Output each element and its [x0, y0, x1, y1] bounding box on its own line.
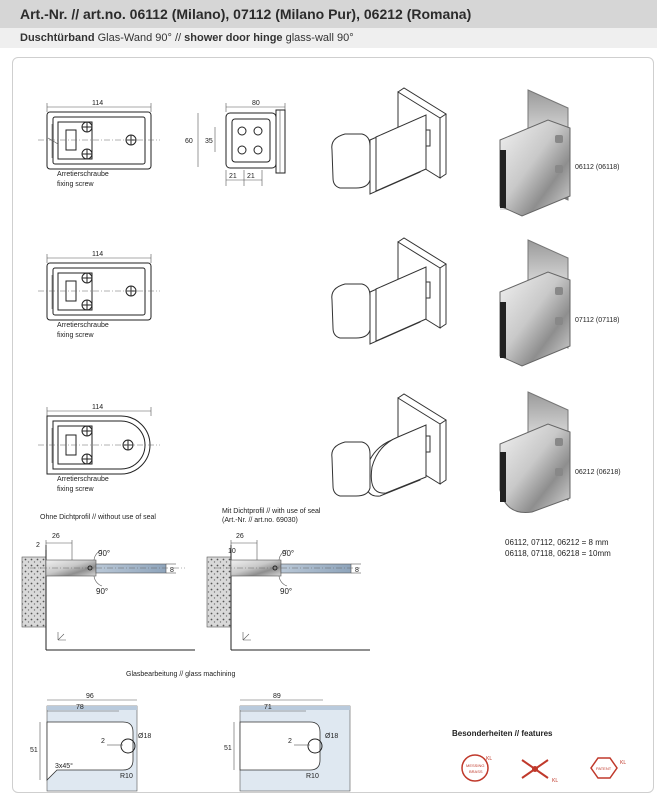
svg-text:Ø18: Ø18 [138, 733, 151, 740]
svg-text:26: 26 [236, 533, 244, 540]
svg-text:71: 71 [264, 704, 272, 711]
hinge-top-view-1: 114 Arretierschraube fixing screw [38, 100, 160, 188]
svg-text:8: 8 [355, 567, 359, 574]
svg-text:10: 10 [228, 548, 236, 555]
svg-text:fixing screw: fixing screw [57, 486, 95, 493]
svg-text:fixing screw: fixing screw [57, 181, 95, 188]
svg-text:90°: 90° [280, 587, 292, 596]
svg-text:06112 (06118): 06112 (06118) [575, 164, 620, 171]
svg-text:KL: KL [620, 760, 626, 766]
svg-text:KL: KL [486, 756, 492, 762]
hinge-top-view-2: 114 Arretierschraube fixing screw [38, 251, 160, 339]
svg-text:2: 2 [36, 542, 40, 549]
svg-text:MESSING: MESSING [466, 763, 484, 768]
svg-text:Arretierschraube: Arretierschraube [57, 171, 109, 178]
svg-text:2: 2 [288, 738, 292, 745]
svg-text:BRASS: BRASS [469, 769, 483, 774]
svg-text:78: 78 [76, 704, 84, 711]
brass-badge: MESSING BRASS KL [461, 754, 492, 782]
hinge-iso-drawing-1 [331, 87, 447, 195]
svg-text:2: 2 [101, 738, 105, 745]
svg-text:Ø18: Ø18 [325, 733, 338, 740]
hinge-side-view: 80 60 35 21 21 [185, 100, 286, 186]
section-left-drawing: 26 2 90° 90° 8 [21, 533, 195, 651]
machining-right-drawing: 89 71 51 2 Ø18 R10 [224, 693, 351, 792]
patent-badge: PATENT KL [590, 757, 626, 779]
svg-text:35: 35 [205, 138, 213, 145]
svg-text:3x45°: 3x45° [55, 762, 73, 770]
section-right-title-1: Mit Dichtprofil // with use of seal [222, 508, 321, 515]
hinge-photo-1: 06112 (06118) [499, 89, 620, 217]
svg-text:90°: 90° [98, 549, 110, 558]
svg-text:21: 21 [247, 173, 255, 180]
section-left-title: Ohne Dichtprofil // without use of seal [40, 514, 156, 521]
tool-badge: KL [521, 759, 558, 784]
svg-text:Arretierschraube: Arretierschraube [57, 476, 109, 483]
title-bar: Art.-Nr. // art.no. 06112 (Milano), 0711… [0, 0, 657, 28]
subtitle-bar: Duschtürband Glas-Wand 90° // shower doo… [0, 28, 657, 48]
features-title: Besonderheiten // features [452, 729, 553, 738]
hinge-iso-drawing-3 [331, 393, 447, 497]
hinge-top-view-3: 114 Arretierschraube fixing screw [38, 404, 160, 493]
svg-text:fixing screw: fixing screw [57, 332, 95, 339]
hinge-photo-3: 06212 (06218) [499, 391, 621, 514]
svg-text:26: 26 [52, 533, 60, 540]
thickness-line-2: 06118, 07118, 06218 = 10mm [505, 549, 611, 558]
svg-text:06212 (06218): 06212 (06218) [575, 469, 621, 476]
svg-text:KL: KL [552, 778, 558, 784]
svg-text:60: 60 [185, 138, 193, 145]
machining-left-drawing: 96 78 51 2 Ø18 R10 3x45° [30, 693, 151, 792]
svg-text:8: 8 [170, 567, 174, 574]
svg-text:07112 (07118): 07112 (07118) [575, 317, 620, 324]
svg-text:Arretierschraube: Arretierschraube [57, 322, 109, 329]
svg-text:51: 51 [30, 747, 38, 754]
thickness-line-1: 06112, 07112, 06212 = 8 mm [505, 538, 609, 547]
svg-text:114: 114 [92, 100, 103, 107]
svg-text:96: 96 [86, 693, 94, 700]
svg-text:51: 51 [224, 745, 232, 752]
svg-text:21: 21 [229, 173, 237, 180]
hinge-photo-2: 07112 (07118) [499, 239, 620, 367]
section-right-title-2: (Art.-Nr. // art.no. 69030) [222, 517, 298, 524]
svg-text:114: 114 [92, 404, 103, 411]
section-right-drawing: 26 10 90° 90° 8 [206, 533, 370, 651]
machining-title: Glasbearbeitung // glass machining [126, 671, 235, 678]
svg-text:90°: 90° [96, 587, 108, 596]
svg-text:114: 114 [92, 251, 103, 258]
svg-text:R10: R10 [306, 773, 319, 780]
page-subtitle: Duschtürband Glas-Wand 90° // shower doo… [20, 32, 354, 44]
svg-text:R10: R10 [120, 773, 133, 780]
svg-text:89: 89 [273, 693, 281, 700]
svg-text:80: 80 [252, 100, 260, 107]
svg-text:90°: 90° [282, 549, 294, 558]
page-title: Art.-Nr. // art.no. 06112 (Milano), 0711… [20, 6, 472, 22]
hinge-iso-drawing-2 [331, 237, 447, 345]
svg-text:PATENT: PATENT [596, 766, 612, 771]
